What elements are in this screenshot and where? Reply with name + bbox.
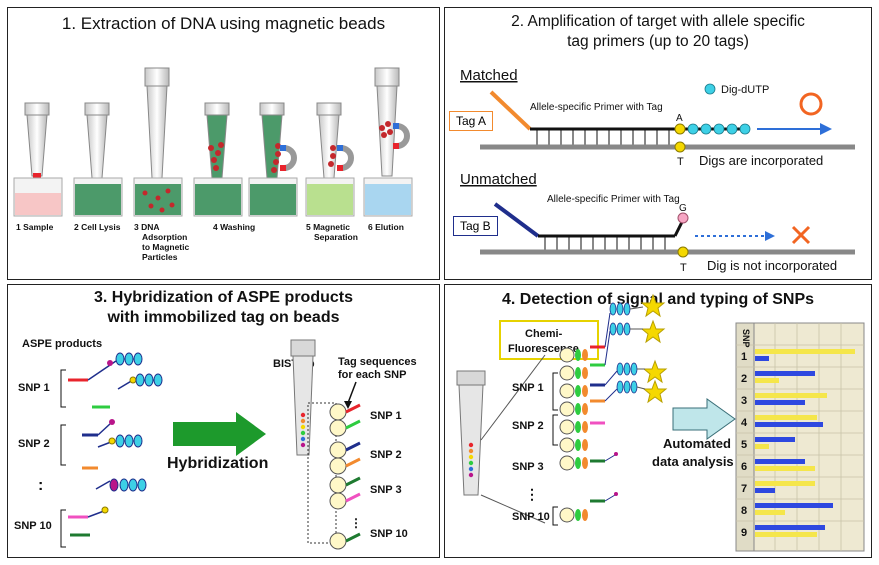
snp10-aspe-products (68, 478, 147, 537)
panel2-title-line2: tag primers (up to 20 tags) (567, 33, 749, 50)
snp1-label: SNP 1 (18, 382, 50, 394)
step4-washing-tube (193, 102, 243, 217)
row-1: 1 (741, 351, 747, 363)
tag-sequences-line1: Tag sequences (338, 356, 417, 368)
step1-label: 1 Sample (16, 222, 54, 232)
chemi-fluorescence-box (499, 320, 599, 360)
detection-beads (552, 345, 605, 526)
primer-label-matched: Allele-specific Primer with Tag (530, 102, 663, 113)
step3-label-line4: Particles (142, 252, 178, 262)
step3-label-line3: to Magnetic (142, 242, 189, 252)
step1-sample-tube (13, 102, 63, 217)
snp1-aspe-products (68, 352, 163, 409)
base-t2-dot (677, 246, 689, 258)
row-3: 3 (741, 395, 747, 407)
panel2-title-line1: 2. Amplification of target with allele s… (511, 13, 805, 30)
step6-label: 6 Elution (368, 222, 404, 232)
dig-not-incorporated-label: Dig is not incorporated (707, 258, 837, 273)
ellipsis-dots: : (38, 477, 43, 494)
bead-column: ⋮ (329, 403, 362, 550)
step4-label: 4 Washing (213, 222, 255, 232)
matched-label: Matched (460, 67, 518, 84)
dig-dutp-legend-icon (704, 83, 716, 95)
success-circle-icon (799, 92, 823, 116)
aspe-products-label: ASPE products (22, 338, 102, 350)
row-2: 2 (741, 373, 747, 385)
row-9: 9 (741, 527, 747, 539)
automated-line1: Automated (663, 436, 731, 451)
tag-b-line (493, 202, 540, 238)
step3-label-line1: 3 DNA (134, 222, 160, 232)
step2-label: 2 Cell Lysis (74, 222, 121, 232)
det-snp2-label: SNP 2 (512, 420, 544, 432)
dig-dutp-label: Dig-dUTP (721, 84, 769, 96)
det-snp10-label: SNP 10 (512, 511, 550, 523)
dig-dutp-chain (687, 123, 751, 135)
step5-label-line1: 5 Magnetic (306, 222, 350, 232)
automated-line2: data analysis (652, 454, 734, 469)
base-t1-dot (674, 141, 686, 153)
panel-hybridization: 3. Hybridization of ASPE products with i… (7, 284, 440, 558)
bist-tip-illustration (290, 339, 337, 544)
bead-snp2-label: SNP 2 (370, 449, 402, 461)
panel-dna-extraction: 1. Extraction of DNA using magnetic bead… (7, 7, 440, 280)
base-g-dot (677, 212, 689, 224)
step3-label-line2: Adsorption (142, 232, 187, 242)
step5-label-line2: Separation (314, 232, 358, 242)
bead-snp10-label: SNP 10 (370, 528, 408, 540)
row-8: 8 (741, 505, 747, 517)
det-snp3-label: SNP 3 (512, 461, 544, 473)
primer-label-unmatched: Allele-specific Primer with Tag (547, 194, 680, 205)
failure-cross-icon (791, 225, 811, 245)
svg-text:⋮: ⋮ (350, 516, 362, 530)
detection-tube (456, 354, 546, 524)
tag-sequences-line2: for each SNP (338, 369, 406, 381)
panel4-title: 4. Detection of signal and typing of SNP… (501, 291, 815, 308)
row-6: 6 (741, 461, 747, 473)
base-a-label: A (676, 113, 683, 124)
digs-incorporated-label: Digs are incorporated (699, 153, 823, 168)
unmatched-label: Unmatched (460, 171, 537, 188)
hybridization-label: Hybridization (167, 455, 268, 472)
step3-adsorption-tube (133, 67, 183, 217)
det-snp1-label: SNP 1 (512, 382, 544, 394)
step2-cell-lysis-tube (73, 102, 123, 217)
bead-snp1-label: SNP 1 (370, 410, 402, 422)
panel-amplification: 2. Amplification of target with allele s… (444, 7, 872, 280)
snp-column-header: SNP (741, 329, 751, 348)
snp2-aspe-products (82, 419, 143, 470)
extraction-steps-illustration: 1 Sample 2 Cell Lysis 3 DNA Adsorption t… (13, 67, 413, 262)
base-a-dot (674, 123, 686, 135)
snp-result-table: SNP 1 2 3 4 5 6 7 8 9 (735, 322, 865, 552)
tag-a-line (489, 90, 532, 131)
step4-magnet-tube (248, 102, 298, 217)
step6-elution-tube (363, 67, 413, 217)
tag-a-box: Tag A (449, 111, 494, 131)
detection-illustration: Chemi- Fluorescence SNP 1 SNP 2 SNP 3 ⋮ … (456, 293, 865, 552)
base-t2-label: T (680, 262, 687, 274)
panel-detection: 4. Detection of signal and typing of SNP… (444, 284, 872, 558)
tag-b-box: Tag B (453, 216, 498, 236)
hybridization-illustration: ASPE products SNP 1 SNP 2 : SNP 10 (14, 338, 417, 550)
panel3-title-line2: with immobilized tag on beads (107, 309, 340, 326)
allele-primer-diagram: Matched Dig-dUTP Allele-specific Primer … (460, 67, 855, 274)
analysis-arrow (672, 398, 736, 440)
base-g-label: G (679, 203, 687, 214)
base-t1-label: T (677, 156, 684, 168)
panel3-title-line1: 3. Hybridization of ASPE products (94, 289, 353, 306)
row-5: 5 (741, 439, 747, 451)
bead-snp3-label: SNP 3 (370, 484, 402, 496)
row-4: 4 (741, 417, 748, 429)
row-7: 7 (741, 483, 747, 495)
step5-separation-tube (305, 102, 355, 217)
snp2-label: SNP 2 (18, 438, 50, 450)
det-ellipsis: ⋮ (525, 486, 539, 502)
panel1-title: 1. Extraction of DNA using magnetic bead… (61, 14, 386, 33)
hybridization-arrow (173, 412, 266, 456)
dig-chains-with-signal (604, 293, 668, 502)
snp10-label: SNP 10 (14, 520, 52, 532)
chemi-line1: Chemi- (525, 328, 563, 340)
